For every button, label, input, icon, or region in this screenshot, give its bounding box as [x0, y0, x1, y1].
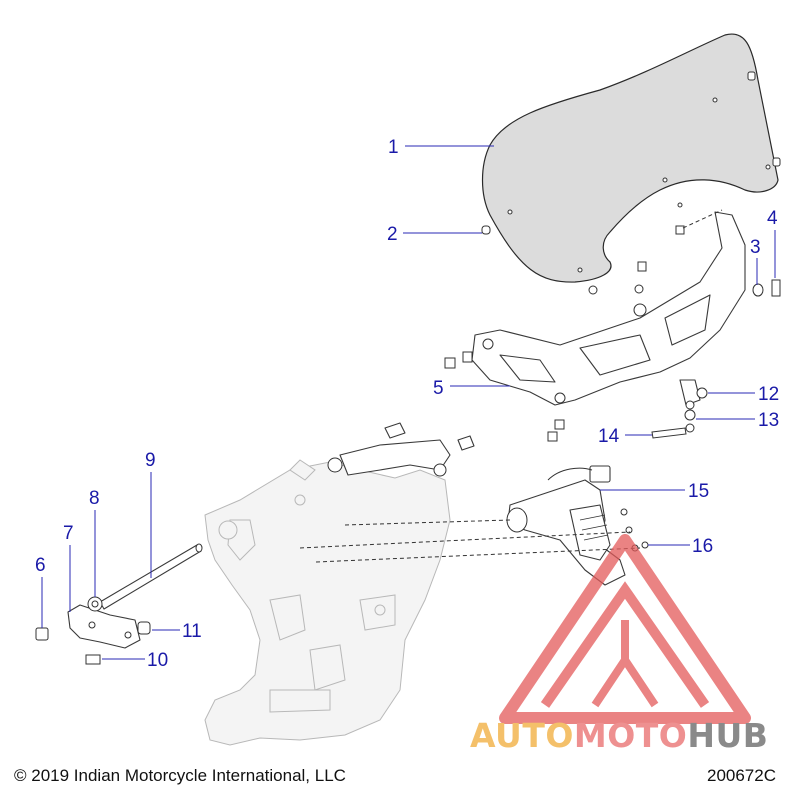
alignment-lines [299, 519, 641, 563]
callout-16: 16 [692, 536, 713, 557]
copyright-notice: © 2019 Indian Motorcycle International, … [14, 766, 346, 785]
callout-6: 6 [35, 555, 46, 576]
callout-3: 3 [750, 237, 761, 258]
callout-8: 8 [89, 488, 100, 509]
windshield-bracket[interactable] [471, 211, 746, 406]
callout-14: 14 [598, 426, 620, 447]
callout-1: 1 [388, 137, 399, 158]
diagram-code: 200672C [706, 766, 776, 785]
callout-9: 9 [145, 450, 156, 471]
callout-7: 7 [63, 523, 74, 544]
watermark-hub: HUB [687, 716, 769, 755]
watermark-moto: MOTO [573, 716, 688, 755]
callout-13: 13 [758, 410, 779, 431]
callout-11: 11 [182, 621, 202, 642]
fairing-frame [204, 459, 451, 746]
callout-15: 15 [688, 481, 709, 502]
hinge-hardware [35, 596, 151, 665]
hinge-arm[interactable] [67, 604, 141, 649]
callout-4: 4 [767, 208, 778, 229]
callout-10: 10 [147, 650, 168, 671]
watermark-logo [499, 534, 751, 724]
callout-numbers: 1 2 3 4 5 6 7 8 9 10 11 12 13 14 15 16 [35, 137, 779, 671]
lower-mount-arm[interactable] [327, 422, 475, 477]
watermark-text: AUTOMOTOHUB [470, 716, 768, 755]
callout-5: 5 [433, 378, 444, 399]
watermark-auto: AUTO [470, 716, 574, 755]
callout-2: 2 [387, 224, 398, 245]
hardware-upper [444, 71, 781, 442]
callout-leaders [41, 145, 776, 660]
windshield[interactable] [481, 33, 779, 283]
callout-12: 12 [758, 384, 779, 405]
